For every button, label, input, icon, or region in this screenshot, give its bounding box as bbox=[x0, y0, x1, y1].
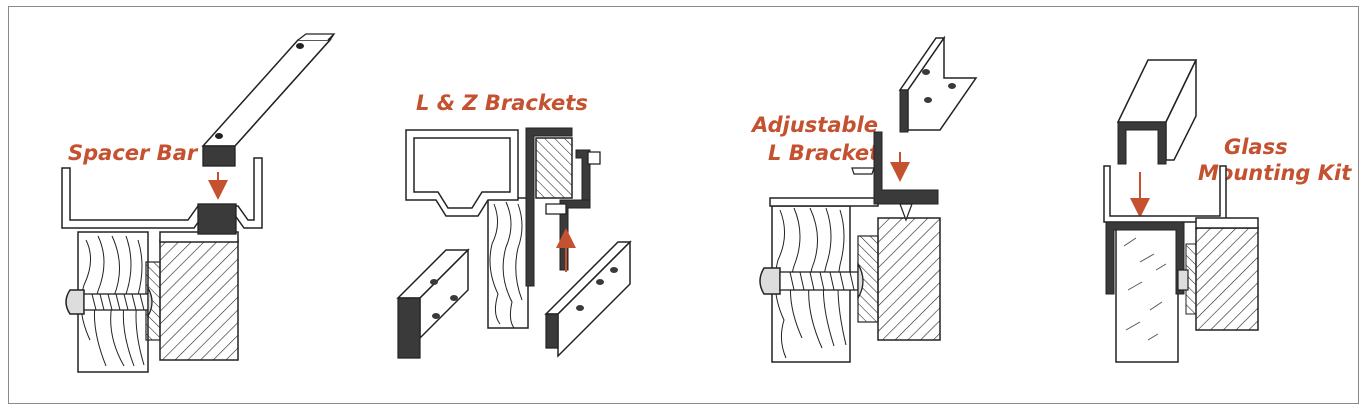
glass-channel bbox=[1105, 221, 1185, 295]
bolt-3 bbox=[759, 261, 864, 301]
bolt bbox=[65, 285, 153, 319]
panel-block bbox=[145, 231, 239, 361]
panel-lz-brackets: L & Z Brackets bbox=[396, 91, 632, 359]
adjustable-bracket bbox=[873, 131, 939, 205]
screw-2 bbox=[587, 151, 601, 165]
glass-bolt bbox=[1177, 269, 1189, 291]
spacer-dark-block bbox=[197, 203, 237, 235]
spacer-bar bbox=[201, 33, 336, 167]
l-bracket-left bbox=[396, 248, 470, 359]
channel-3 bbox=[769, 197, 879, 207]
label-glass-1: Glass bbox=[1224, 135, 1288, 159]
screw-a bbox=[851, 167, 875, 175]
screw-b bbox=[899, 203, 913, 222]
z-bracket bbox=[525, 127, 573, 287]
l-bracket-right bbox=[544, 240, 632, 358]
u-channel bbox=[1116, 59, 1198, 165]
label-adjustable-2: L Bracket bbox=[768, 141, 880, 165]
screw-3 bbox=[545, 203, 567, 215]
label-lz-brackets: L & Z Brackets bbox=[416, 91, 588, 115]
panel-block-4 bbox=[1195, 227, 1259, 331]
floating-l-bracket bbox=[898, 35, 978, 133]
label-adjustable-1: Adjustable bbox=[750, 113, 878, 137]
hatched-block bbox=[535, 137, 573, 199]
panel-block-3 bbox=[877, 217, 941, 341]
channel-4 bbox=[1103, 165, 1227, 223]
panel-spacer-bar: Spacer Bar bbox=[61, 33, 336, 373]
panel-adjustable-bracket: Adjustable L Bracket bbox=[750, 35, 978, 363]
panel-glass-kit: Glass Mounting Kit bbox=[1103, 59, 1352, 363]
channel-2 bbox=[405, 129, 519, 217]
label-spacer-bar: Spacer Bar bbox=[68, 141, 199, 165]
wood-stud-2 bbox=[487, 197, 529, 329]
glass-panel bbox=[1115, 225, 1179, 363]
